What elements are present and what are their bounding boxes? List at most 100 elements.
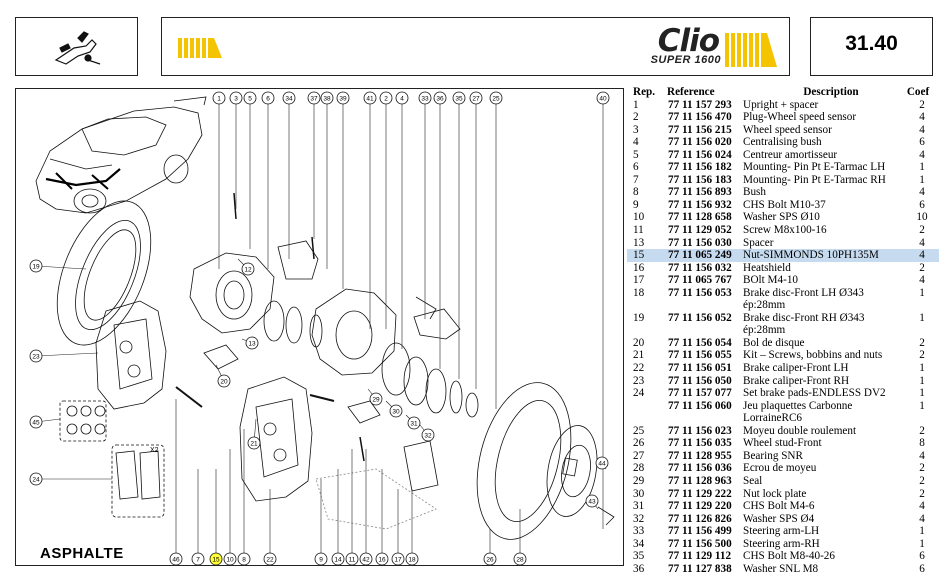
cell-coef: 4 [919,123,925,136]
callout-number: 25 [492,95,500,102]
table-row[interactable]: ép:28mm [627,324,939,337]
callout-29: 29 [367,388,383,406]
cell-ref: 77 11 129 222 [668,487,732,500]
callout-18: 18 [405,489,419,565]
cell-desc: Brake disc-Front LH Ø343 [743,286,864,299]
cell-coef: 4 [919,249,925,262]
brand-header-box: Clio SUPER 1600 [161,17,790,76]
car-illustration [35,96,207,214]
callout-6: 6 [261,91,275,269]
cell-desc: Wheel stud-Front [743,437,822,450]
cell-rep: 29 [633,474,645,487]
cell-rep: 36 [633,562,645,575]
cell-ref: 77 11 156 020 [668,136,732,149]
callout-number: 45 [32,419,40,426]
cell-coef: 1 [919,399,925,412]
cell-rep: 10 [633,211,645,224]
cell-coef: 2 [919,462,925,475]
callout-21: 21 [247,418,261,450]
cell-desc: Brake disc-Front RH Ø343 [743,311,865,324]
cell-desc: Spacer [743,236,774,249]
cell-ref: 77 11 156 893 [668,186,732,199]
callout-number: 37 [310,95,318,102]
suspension-icon [54,31,101,65]
callout-35: 35 [452,91,466,379]
callout-11: 11 [345,449,359,565]
callout-number: 8 [242,556,246,563]
cell-coef: 1 [919,374,925,387]
callout-13: 13 [241,336,259,350]
cell-ref: 77 11 156 500 [668,537,732,550]
header-description: Description [803,86,859,98]
table-row[interactable]: ép:28mm [627,299,939,312]
table-header-row: Rep. Reference Description Coef [627,86,939,99]
callout-36: 36 [433,91,447,369]
cell-coef: 1 [919,362,925,375]
cell-coef: 1 [919,525,925,538]
cell-rep: 7 [633,173,639,186]
callout-number: 21 [250,440,258,447]
callout-39: 39 [336,91,350,289]
cell-ref: 77 11 157 293 [668,98,732,111]
cell-ref: 77 11 156 470 [668,111,732,124]
cell-rep: 25 [633,424,645,437]
cell-coef: 10 [916,211,928,224]
cell-desc: Steering arm-RH [743,537,820,550]
cell-desc: CHS Bolt M4-6 [743,500,815,513]
cell-ref: 77 11 129 112 [668,550,732,563]
cell-rep: 28 [633,462,645,475]
cell-desc: Centreur amortisseur [743,148,838,161]
callout-number: 31 [410,420,418,427]
cell-rep: 8 [633,186,639,199]
callout-38: 38 [320,91,334,269]
cell-rep: 24 [633,387,645,400]
brake-disc-left [56,200,152,346]
table-row[interactable]: LorraineRC6 [627,412,939,425]
callout-41: 41 [363,91,377,329]
callout-number: 6 [266,95,270,102]
cell-desc: Upright + spacer [743,98,819,111]
cell-ref: 77 11 128 963 [668,474,732,487]
callout-44: 44 [595,456,609,470]
callout-number: 34 [285,95,293,102]
cell-coef: 2 [919,424,925,437]
